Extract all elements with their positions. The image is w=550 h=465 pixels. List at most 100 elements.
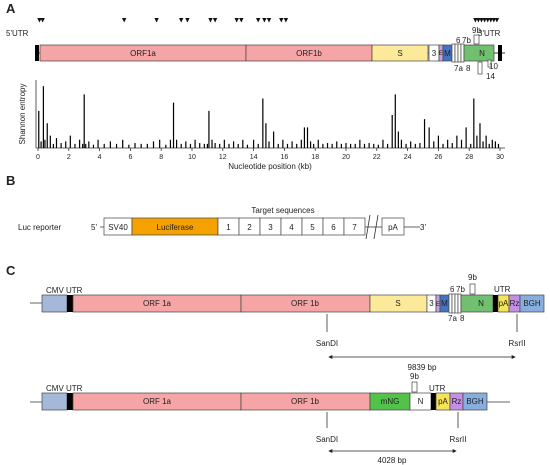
c1-orf6-label: 6 <box>450 285 455 294</box>
c1-rsrii-label: RsrII <box>509 339 526 348</box>
entropy-bar <box>165 144 167 148</box>
entropy-bar <box>300 139 302 148</box>
c2-utr-right-block <box>431 393 436 410</box>
entropy-bar <box>456 135 458 149</box>
entropy-bar <box>85 143 87 149</box>
entropy-bar <box>368 143 370 148</box>
entropy-bar <box>326 143 329 148</box>
c1-e-label: E <box>436 302 440 308</box>
target-sequences-title: Target sequences <box>251 206 314 215</box>
c2-rz-label: Rz <box>452 397 462 406</box>
entropy-bar <box>479 123 481 148</box>
orf7a-box <box>454 43 459 63</box>
variant-marker <box>256 18 261 23</box>
variant-marker <box>491 18 496 23</box>
target-label: 6 <box>331 223 336 232</box>
x-tick-label: 18 <box>311 154 319 161</box>
entropy-bar <box>363 143 366 149</box>
e-label: E <box>439 51 443 57</box>
entropy-chart: Shannon entropy Nucleotide position (kb)… <box>18 80 505 171</box>
entropy-bar <box>146 143 148 149</box>
entropy-bar <box>140 143 142 149</box>
entropy-bar <box>176 139 178 148</box>
variant-marker <box>212 18 218 23</box>
entropy-bar <box>497 143 500 149</box>
entropy-bar <box>442 143 444 149</box>
orf9b-box <box>473 34 480 45</box>
entropy-bar <box>437 135 439 149</box>
entropy-bar <box>405 143 407 149</box>
entropy-bar <box>473 98 475 148</box>
entropy-bar <box>340 143 342 149</box>
c2-utr-left-block <box>67 393 73 410</box>
c1-orf9b-box <box>469 283 476 295</box>
entropy-bar <box>257 143 259 149</box>
entropy-bar <box>391 115 393 148</box>
x-axis-label: Nucleotide position (kb) <box>228 162 312 171</box>
entropy-bar <box>69 135 71 149</box>
c2-bgh-box <box>462 392 488 411</box>
entropy-bar <box>336 141 338 148</box>
c2-pa-label: pA <box>438 397 448 406</box>
c1-cmv-box <box>41 294 68 313</box>
entropy-bar <box>185 141 187 148</box>
entropy-bar <box>152 141 155 148</box>
target-label: 3 <box>268 223 273 232</box>
luc-reporter-label: Luc reporter <box>18 223 61 232</box>
variant-marker <box>476 18 481 23</box>
entropy-bar <box>488 143 490 149</box>
entropy-bar <box>237 143 239 149</box>
entropy-bar <box>83 94 85 149</box>
orf14-label: 14 <box>486 72 495 81</box>
panel-label-c: C <box>6 263 16 278</box>
orf14-box <box>477 61 483 75</box>
orf6-box <box>451 43 456 63</box>
entropy-bar <box>268 141 270 148</box>
entropy-bar <box>296 143 298 149</box>
entropy-bar <box>350 143 352 149</box>
entropy-bar <box>122 139 124 148</box>
c1-orf9b-label: 9b <box>468 273 477 282</box>
entropy-bar <box>460 139 463 148</box>
c2-rsrii-label: RsrII <box>450 435 467 444</box>
entropy-bar <box>206 143 208 149</box>
entropy-bar <box>172 102 175 149</box>
variant-marker <box>494 18 500 23</box>
entropy-bar <box>317 139 319 148</box>
c1-orf7b-box <box>454 293 459 314</box>
c1-orf1a-label: ORF 1a <box>143 299 172 308</box>
c2-orf1a-label: ORF 1a <box>143 397 172 406</box>
entropy-bar <box>134 143 136 148</box>
entropy-bar <box>232 141 235 148</box>
entropy-bar <box>199 143 201 148</box>
construct-replicon: CMV UTR ORF 1a ORF 1b mNG N 9b UTR pA Rz… <box>30 372 510 465</box>
variant-marker <box>208 18 213 23</box>
c1-bgh-label: BGH <box>523 299 541 308</box>
entropy-bar <box>277 143 279 149</box>
entropy-bar <box>491 139 493 148</box>
entropy-bar <box>382 139 384 148</box>
entropy-bar <box>291 141 293 148</box>
entropy-bar <box>331 143 333 149</box>
entropy-bar <box>419 143 421 148</box>
c1-pa-label: pA <box>499 299 509 308</box>
c1-n-box <box>460 294 494 313</box>
entropy-bar <box>180 143 182 149</box>
n-label: N <box>479 49 485 58</box>
entropy-bar <box>208 110 210 149</box>
variant-marker <box>479 18 484 23</box>
x-tick-label: 28 <box>465 154 473 161</box>
x-tick-label: 30 <box>496 154 504 161</box>
x-tick-label: 4 <box>98 154 102 161</box>
orf7b-box <box>457 43 462 63</box>
entropy-bar <box>60 143 62 148</box>
c2-utr-right-label: UTR <box>429 384 446 393</box>
c1-orf7b-label: 7b <box>456 285 465 294</box>
variant-marker <box>179 18 184 23</box>
variant-marker <box>488 18 493 23</box>
luc-reporter: Luc reporter 5' SV40 Luciferase Target s… <box>18 206 426 240</box>
entropy-bar <box>38 110 40 149</box>
x-tick-label: 6 <box>128 154 132 161</box>
entropy-bar <box>386 143 389 149</box>
